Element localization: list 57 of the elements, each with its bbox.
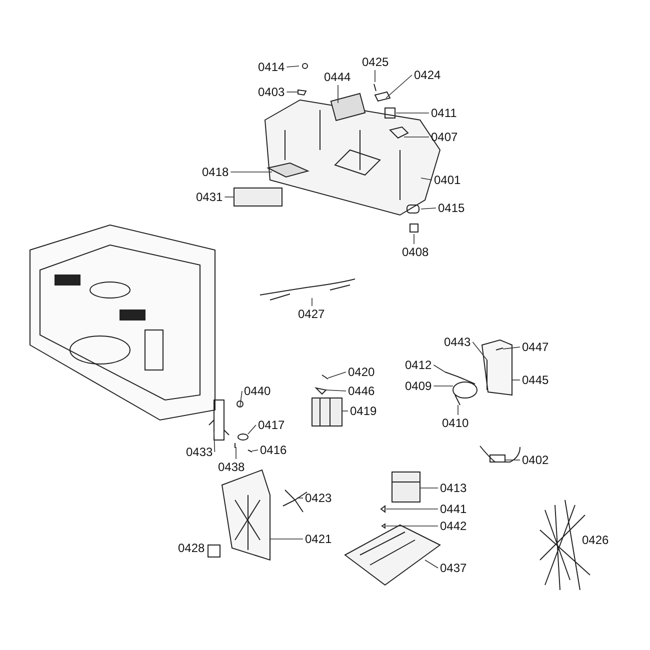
- callout-number: 0437: [440, 561, 467, 575]
- leader-line: [396, 112, 430, 114]
- leader-line: [342, 410, 348, 412]
- callout-number: 0427: [298, 307, 325, 321]
- leader-line: [502, 346, 520, 350]
- leader-line: [472, 342, 488, 360]
- leader-line: [252, 450, 258, 452]
- callout-number: 0425: [362, 55, 389, 69]
- callout-number: 0438: [218, 460, 245, 474]
- callout-number: 0416: [260, 443, 287, 457]
- callout-number: 0410: [442, 416, 469, 430]
- leader-line: [270, 538, 304, 540]
- callout-number: 0417: [258, 418, 285, 432]
- callout-number: 0443: [444, 335, 471, 349]
- leader-line: [224, 196, 234, 198]
- callout-number: 0413: [440, 481, 467, 495]
- callout-number: 0412: [405, 358, 432, 372]
- callout-number: 0407: [431, 130, 458, 144]
- leader-line: [420, 178, 432, 180]
- callout-number: 0447: [522, 340, 549, 354]
- callout-number: 0418: [202, 165, 229, 179]
- callout-number: 0409: [405, 379, 432, 393]
- callout-number: 0421: [305, 532, 332, 546]
- callout-number: 0431: [196, 190, 223, 204]
- leader-line: [433, 364, 446, 372]
- leader-line: [240, 390, 242, 408]
- callout-number: 0445: [522, 373, 549, 387]
- leader-line: [424, 560, 438, 568]
- leader-line: [386, 74, 412, 98]
- callout-number: 0440: [244, 384, 271, 398]
- callout-number: 0415: [438, 201, 465, 215]
- callout-number: 0433: [186, 445, 213, 459]
- leader-line: [214, 432, 216, 452]
- callout-number: 0426: [582, 533, 609, 547]
- callout-number: 0408: [402, 245, 429, 259]
- leader-line: [326, 390, 346, 392]
- callout-number: 0424: [414, 68, 441, 82]
- leader-line: [286, 66, 300, 68]
- callout-number: 0420: [348, 365, 375, 379]
- leader-line: [374, 70, 376, 82]
- callout-number: 0441: [440, 502, 467, 516]
- callout-number: 0423: [305, 491, 332, 505]
- callout-number: 0414: [258, 60, 285, 74]
- callout-number: 0419: [350, 404, 377, 418]
- leader-line: [420, 208, 436, 210]
- callout-number: 0428: [178, 541, 205, 555]
- leader-line: [404, 136, 430, 138]
- callout-number: 0402: [522, 453, 549, 467]
- callout-number: 0444: [324, 70, 351, 84]
- callout-number: 0401: [434, 173, 461, 187]
- callout-number: 0411: [431, 106, 457, 120]
- leader-line: [328, 372, 346, 378]
- leader-line: [386, 508, 438, 510]
- callout-number: 0403: [258, 85, 285, 99]
- callout-number: 0442: [440, 519, 467, 533]
- leader-line: [248, 424, 256, 434]
- callout-number: 0446: [348, 384, 375, 398]
